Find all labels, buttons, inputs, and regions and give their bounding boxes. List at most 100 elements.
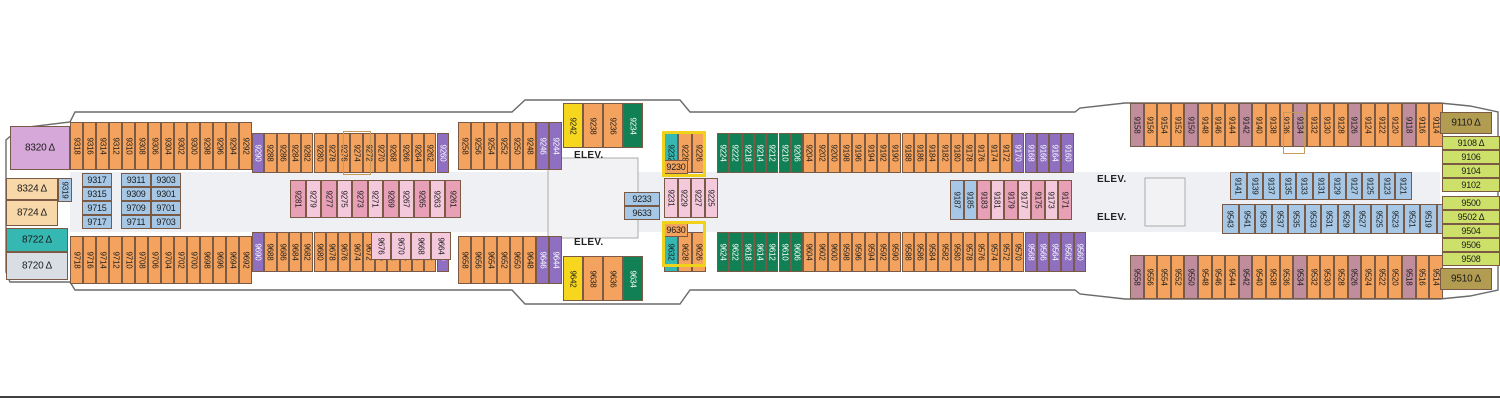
cabin-9238[interactable]: 9238: [583, 103, 603, 148]
cabin-9171[interactable]: 9171: [1058, 180, 1072, 220]
cabin-9134[interactable]: 9134: [1293, 103, 1307, 147]
cabin-9314[interactable]: 9314: [96, 122, 109, 170]
cabin-9175[interactable]: 9175: [1031, 180, 1045, 220]
cabin-9506[interactable]: 9506: [1442, 238, 1500, 252]
cabin-9179[interactable]: 9179: [1004, 180, 1018, 220]
cabin-9646[interactable]: 9646: [536, 236, 549, 284]
cabin-9108[interactable]: 9108 Δ: [1442, 136, 1500, 150]
cabin-9263[interactable]: 9263: [429, 180, 445, 218]
cabin-9104[interactable]: 9104: [1442, 164, 1500, 178]
cabin-9502[interactable]: 9502 Δ: [1442, 210, 1500, 224]
cabin-9308[interactable]: 9308: [135, 122, 148, 170]
cabin-9173[interactable]: 9173: [1044, 180, 1058, 220]
cabin-9524[interactable]: 9524: [1361, 255, 1375, 299]
cabin-9716[interactable]: 9716: [83, 236, 96, 284]
cabin-9226[interactable]: 9226: [692, 133, 706, 173]
cabin-9174[interactable]: 9174: [987, 133, 1000, 173]
cabin-9580[interactable]: 9580: [950, 232, 963, 272]
cabin-9110[interactable]: 9110 Δ: [1440, 112, 1492, 134]
cabin-9558[interactable]: 9558: [1130, 255, 1144, 299]
cabin-9141[interactable]: 9141: [1230, 172, 1247, 200]
cabin-9265[interactable]: 9265: [414, 180, 430, 218]
cabin-9268[interactable]: 9268: [387, 133, 400, 173]
cabin-9670[interactable]: 9670: [391, 232, 411, 260]
cabin-9510[interactable]: 9510 Δ: [1440, 268, 1492, 290]
cabin-9152[interactable]: 9152: [1170, 103, 1185, 147]
cabin-9133[interactable]: 9133: [1296, 172, 1313, 200]
cabin-9296[interactable]: 9296: [213, 122, 226, 170]
cabin-9674[interactable]: 9674: [350, 232, 363, 272]
cabin-9231[interactable]: 9231: [664, 178, 678, 218]
cabin-9168[interactable]: 9168: [1024, 133, 1037, 173]
cabin-9572[interactable]: 9572: [999, 232, 1013, 272]
cabin-9701[interactable]: 9701: [151, 201, 181, 215]
cabin-9692[interactable]: 9692: [239, 236, 252, 284]
cabin-9518[interactable]: 9518: [1402, 255, 1416, 299]
cabin-9222[interactable]: 9222: [729, 133, 742, 173]
cabin-9526[interactable]: 9526: [1347, 255, 1362, 299]
cabin-9256[interactable]: 9256: [471, 122, 484, 170]
cabin-9269[interactable]: 9269: [383, 180, 399, 218]
cabin-9612[interactable]: 9612: [766, 232, 779, 272]
cabin-9125[interactable]: 9125: [1362, 172, 1379, 200]
cabin-9610[interactable]: 9610: [778, 232, 791, 272]
cabin-9106[interactable]: 9106: [1442, 150, 1500, 164]
cabin-9176[interactable]: 9176: [975, 133, 988, 173]
cabin-9294[interactable]: 9294: [226, 122, 239, 170]
cabin-9271[interactable]: 9271: [367, 180, 383, 218]
cabin-9303[interactable]: 9303: [151, 173, 181, 187]
cabin-9166[interactable]: 9166: [1036, 133, 1050, 173]
cabin-9128[interactable]: 9128: [1334, 103, 1348, 147]
cabin-9312[interactable]: 9312: [109, 122, 122, 170]
cabin-9236[interactable]: 9236: [603, 103, 623, 148]
cabin-9539[interactable]: 9539: [1255, 204, 1272, 234]
cabin-9588[interactable]: 9588: [901, 232, 914, 272]
cabin-9592[interactable]: 9592: [876, 232, 890, 272]
cabin-9626[interactable]: 9626: [692, 232, 706, 272]
cabin-9658[interactable]: 9658: [458, 236, 471, 284]
cabin-9570[interactable]: 9570: [1012, 232, 1025, 272]
cabin-9192[interactable]: 9192: [876, 133, 890, 173]
cabin-9550[interactable]: 9550: [1184, 255, 1198, 299]
cabin-9126[interactable]: 9126: [1347, 103, 1362, 147]
cabin-9568[interactable]: 9568: [1024, 232, 1037, 272]
cabin-9680[interactable]: 9680: [313, 232, 326, 272]
cabin-8724[interactable]: 8724 Δ: [6, 200, 58, 226]
cabin-9120[interactable]: 9120: [1388, 103, 1402, 147]
cabin-9177[interactable]: 9177: [1017, 180, 1031, 220]
cabin-9190[interactable]: 9190: [889, 133, 902, 173]
cabin-9562[interactable]: 9562: [1061, 232, 1074, 272]
cabin-9715[interactable]: 9715: [82, 201, 112, 215]
cabin-9212[interactable]: 9212: [766, 133, 779, 173]
cabin-9194[interactable]: 9194: [864, 133, 877, 173]
cabin-9628[interactable]: 9628: [678, 232, 692, 272]
cabin-9137[interactable]: 9137: [1263, 172, 1280, 200]
cabin-9204[interactable]: 9204: [803, 133, 816, 173]
cabin-9250[interactable]: 9250: [510, 122, 523, 170]
cabin-9668[interactable]: 9668: [411, 232, 431, 260]
cabin-9525[interactable]: 9525: [1370, 204, 1387, 234]
cabin-9688[interactable]: 9688: [264, 232, 277, 272]
cabin-9138[interactable]: 9138: [1266, 103, 1280, 147]
cabin-9618[interactable]: 9618: [741, 232, 754, 272]
cabin-9210[interactable]: 9210: [778, 133, 791, 173]
cabin-9187[interactable]: 9187: [950, 180, 964, 220]
cabin-9546[interactable]: 9546: [1211, 255, 1226, 299]
cabin-9544[interactable]: 9544: [1225, 255, 1239, 299]
cabin-9596[interactable]: 9596: [852, 232, 865, 272]
cabin-9180[interactable]: 9180: [950, 133, 963, 173]
cabin-9530[interactable]: 9530: [1320, 255, 1334, 299]
cabin-9182[interactable]: 9182: [938, 133, 951, 173]
cabin-9535[interactable]: 9535: [1288, 204, 1305, 234]
cabin-9712[interactable]: 9712: [109, 236, 122, 284]
cabin-9132[interactable]: 9132: [1306, 103, 1321, 147]
cabin-9290[interactable]: 9290: [252, 133, 265, 173]
cabin-9156[interactable]: 9156: [1143, 103, 1158, 147]
cabin-9227[interactable]: 9227: [691, 178, 705, 218]
cabin-9586[interactable]: 9586: [913, 232, 927, 272]
cabin-9281[interactable]: 9281: [290, 180, 306, 218]
cabin-9656[interactable]: 9656: [471, 236, 484, 284]
cabin-9536[interactable]: 9536: [1279, 255, 1294, 299]
cabin-9686[interactable]: 9686: [276, 232, 289, 272]
cabin-9292[interactable]: 9292: [239, 122, 252, 170]
